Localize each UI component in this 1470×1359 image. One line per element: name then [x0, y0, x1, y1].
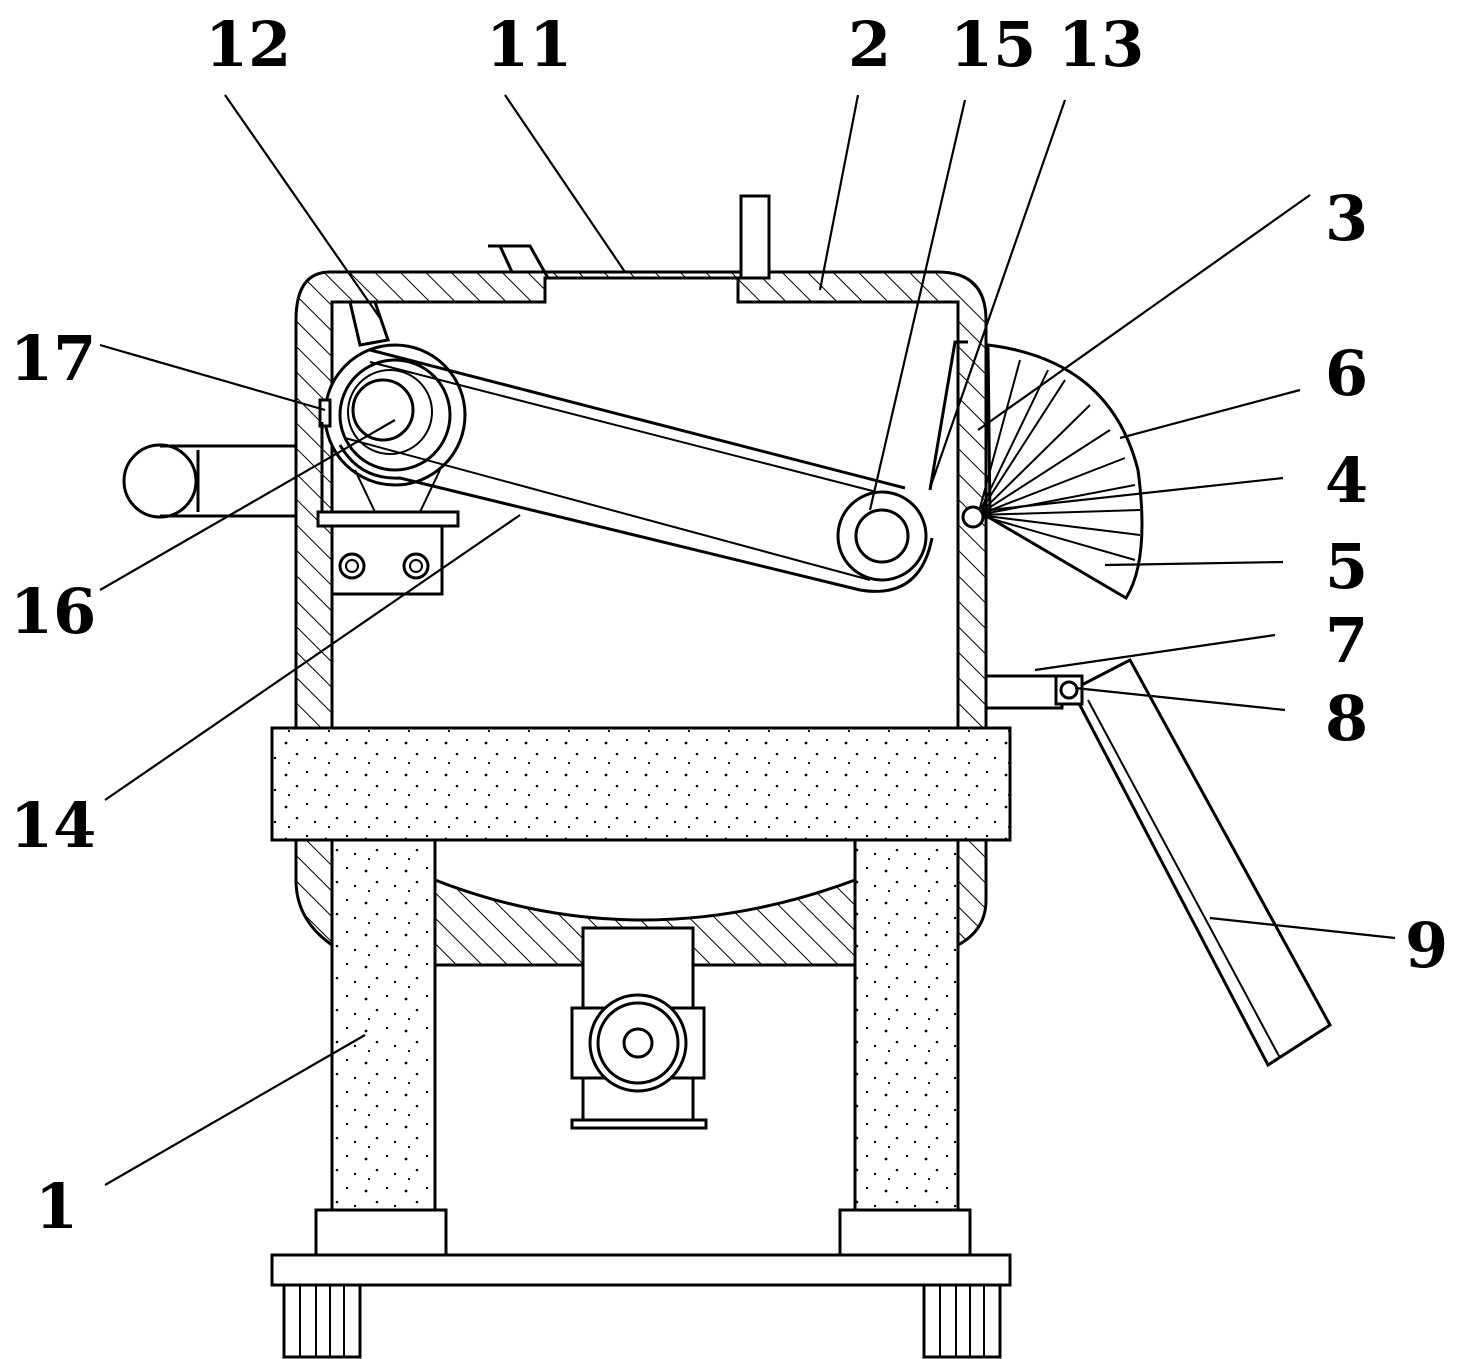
- vent-pipe: [739, 194, 771, 280]
- leader-lines: [99, 94, 1396, 1186]
- housing-shell-lower-left: [294, 838, 334, 948]
- callout-12: 12: [205, 8, 291, 81]
- callout-2: 2: [848, 8, 891, 81]
- callout-11: 11: [486, 8, 572, 81]
- callout-labels: 12 11 2 15 13 3 17 6 4 16 5 7 8 14 9 1: [10, 8, 1448, 1243]
- frame: [270, 726, 1012, 1359]
- arm-12: [348, 301, 390, 347]
- housing-shell-upper: [294, 270, 988, 730]
- outlet-chute: [984, 657, 1332, 1068]
- belt: [369, 348, 906, 490]
- wheel-left: [282, 1283, 362, 1359]
- callout-13: 13: [1058, 8, 1144, 81]
- callout-4: 4: [1325, 444, 1368, 517]
- housing-shell-lower-right: [956, 838, 988, 948]
- callout-16: 16: [10, 575, 96, 648]
- callout-3: 3: [1325, 182, 1368, 255]
- callout-15: 15: [950, 8, 1036, 81]
- callout-6: 6: [1325, 337, 1368, 410]
- drive-assembly: [316, 343, 934, 596]
- feed-inlet: [488, 194, 771, 280]
- frame-leg-right: [853, 838, 960, 1212]
- callout-8: 8: [1325, 682, 1368, 755]
- side-motor: [122, 443, 296, 519]
- wheel-right: [922, 1283, 1002, 1359]
- frame-base: [270, 1253, 1012, 1287]
- callout-1: 1: [35, 1170, 78, 1243]
- callout-5: 5: [1325, 530, 1368, 603]
- frame-leg-left: [330, 838, 437, 1212]
- chute: [1069, 657, 1332, 1068]
- callout-14: 14: [10, 789, 96, 862]
- callout-7: 7: [1325, 604, 1368, 677]
- frame-top-beam: [270, 726, 1012, 842]
- fan-shield: [961, 343, 1144, 601]
- callout-9: 9: [1405, 909, 1448, 982]
- housing: [294, 270, 988, 967]
- arm-13: [928, 340, 968, 491]
- callout-17: 17: [10, 322, 96, 395]
- driven-pulley: [836, 490, 928, 582]
- bottom-motor: [570, 926, 708, 1130]
